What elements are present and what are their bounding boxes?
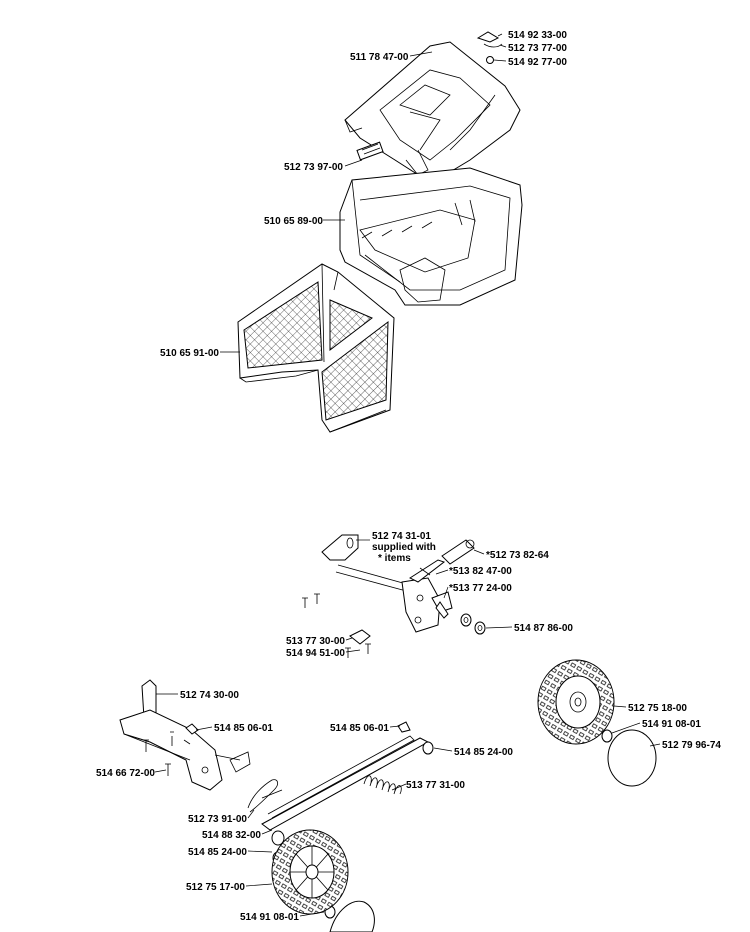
label-512-75-17-00: 512 75 17-00 xyxy=(186,882,245,893)
label-514-85-06-01-left: 514 85 06-01 xyxy=(214,723,273,734)
label-513-82-47-00: *513 82 47-00 xyxy=(449,566,512,577)
label-512-74-31-01: 512 74 31-01 xyxy=(372,531,431,542)
label-512-73-91-00: 512 73 91-00 xyxy=(188,814,247,825)
label-star-items: * items xyxy=(378,553,411,564)
label-511-78-47-00: 511 78 47-00 xyxy=(350,52,409,63)
label-512-73-77-00: 512 73 77-00 xyxy=(508,43,567,54)
label-512-73-82-64: *512 73 82-64 xyxy=(486,550,549,561)
label-supplied-with: supplied with xyxy=(372,542,436,553)
front-wheel-512-75-17 xyxy=(271,829,349,915)
label-514-92-33-00: 514 92 33-00 xyxy=(508,30,567,41)
label-514-66-72-00: 514 66 72-00 xyxy=(96,768,155,779)
bag-frame xyxy=(339,167,523,306)
label-510-65-89-00: 510 65 89-00 xyxy=(264,216,323,227)
rear-wheel-512-75-18 xyxy=(537,659,615,745)
label-514-88-32-00: 514 88 32-00 xyxy=(202,830,261,841)
label-514-91-08-01-right: 514 91 08-01 xyxy=(642,719,701,730)
leader-lines xyxy=(154,33,661,917)
bag-top-cover xyxy=(344,41,521,179)
label-514-85-24-00-left: 514 85 24-00 xyxy=(188,847,247,858)
bag-clip-parts xyxy=(476,31,503,64)
hubcap-512-79-96-74 xyxy=(607,729,657,787)
label-510-65-91-00: 510 65 91-00 xyxy=(160,348,219,359)
bag-cover-latch xyxy=(356,141,384,161)
label-514-92-77-00: 514 92 77-00 xyxy=(508,57,567,68)
loose-screws xyxy=(302,593,320,608)
handle-bracket-assembly xyxy=(321,534,475,633)
label-512-75-18-00: 512 75 18-00 xyxy=(628,703,687,714)
washers-514-87-86 xyxy=(460,613,486,635)
label-514-87-86-00: 514 87 86-00 xyxy=(514,623,573,634)
label-514-94-51-00: 514 94 51-00 xyxy=(286,648,345,659)
part-number-labels: 514 92 33-00 512 73 77-00 514 92 77-00 5… xyxy=(96,30,721,923)
label-514-91-08-01-left: 514 91 08-01 xyxy=(240,912,299,923)
label-512-74-30-00: 512 74 30-00 xyxy=(180,690,239,701)
label-514-85-24-00-right: 514 85 24-00 xyxy=(454,747,513,758)
label-513-77-31-00: 513 77 31-00 xyxy=(406,780,465,791)
axle-spring-513-77-31 xyxy=(363,775,402,795)
rear-axle xyxy=(261,721,430,831)
label-514-85-06-01-right: 514 85 06-01 xyxy=(330,723,389,734)
front-hubcap xyxy=(329,900,375,932)
label-513-77-24-00: *513 77 24-00 xyxy=(449,583,512,594)
label-512-73-97-00: 512 73 97-00 xyxy=(284,162,343,173)
label-513-77-30-00: 513 77 30-00 xyxy=(286,636,345,647)
spring-clip-512-73-91 xyxy=(247,779,283,813)
height-adjust-lever xyxy=(119,679,251,791)
label-512-79-96-74: 512 79 96-74 xyxy=(662,740,721,751)
mesh-grass-bag xyxy=(237,263,395,433)
clip-513-77-30 xyxy=(345,629,371,658)
